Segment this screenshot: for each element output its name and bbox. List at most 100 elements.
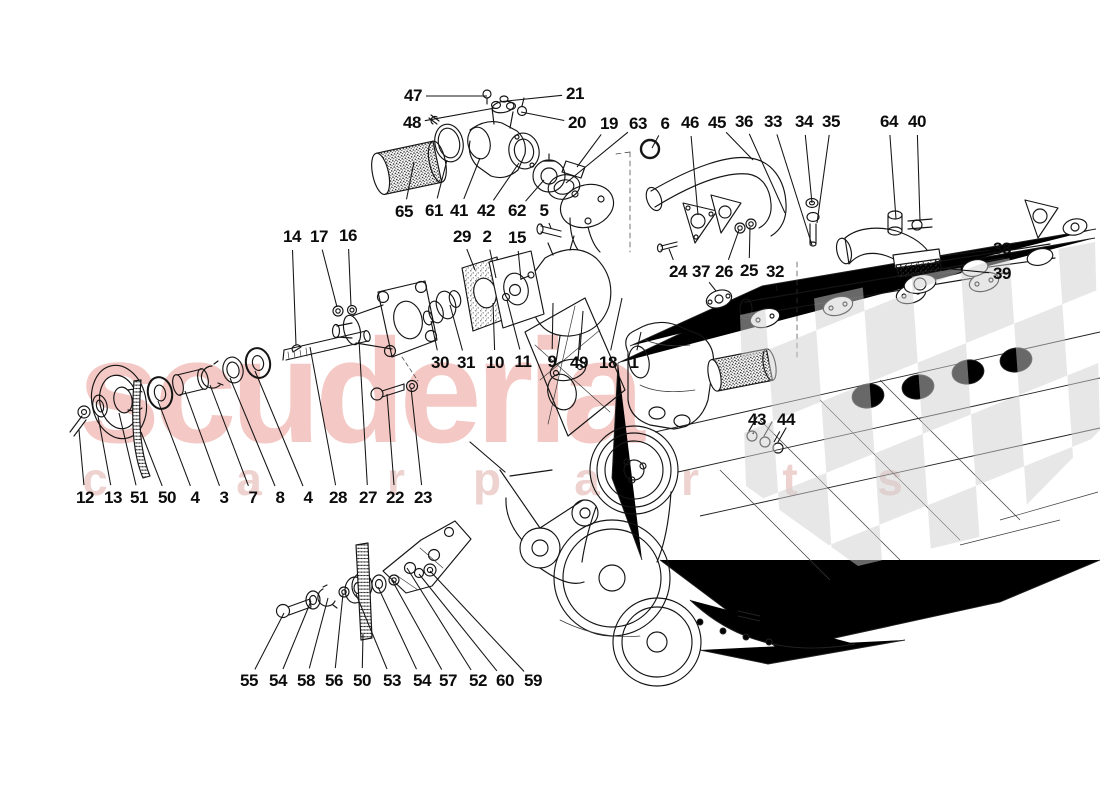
part-label-6: 6 — [660, 114, 670, 133]
leader-line-50 — [141, 432, 162, 486]
part-label-64: 64 — [880, 112, 898, 131]
leader-line-57 — [393, 582, 442, 670]
leader-line-38 — [941, 251, 989, 257]
part-label-32: 32 — [766, 262, 784, 281]
leader-line-62 — [526, 180, 545, 201]
water-pipe — [643, 158, 819, 312]
part-label-40: 40 — [908, 112, 926, 131]
part-label-8: 8 — [275, 488, 285, 507]
leader-line-28 — [310, 347, 336, 485]
leader-line-49 — [580, 311, 583, 350]
leader-line-8 — [230, 378, 275, 486]
leader-line-22 — [387, 394, 394, 485]
part-label-4: 4 — [190, 488, 200, 507]
part-label-24: 24 — [669, 262, 687, 281]
part-label-44: 44 — [777, 410, 795, 429]
leader-line-7 — [210, 385, 248, 486]
part-label-48: 48 — [403, 113, 421, 132]
part-label-4: 4 — [303, 488, 313, 507]
part-label-56: 56 — [325, 671, 343, 690]
leader-line-41 — [464, 158, 480, 199]
part-label-62: 62 — [508, 201, 526, 220]
leader-line-40 — [917, 135, 920, 221]
leader-line-35 — [817, 135, 829, 223]
leader-line-4 — [158, 401, 190, 486]
leader-line-19 — [577, 134, 601, 167]
leader-line-46 — [691, 136, 698, 215]
part-label-50: 50 — [158, 488, 176, 507]
part-label-42: 42 — [477, 201, 495, 220]
leader-line-61 — [437, 160, 447, 198]
part-label-7: 7 — [248, 488, 258, 507]
part-label-45: 45 — [708, 113, 726, 132]
part-label-41: 41 — [450, 201, 468, 220]
leader-line-20 — [521, 112, 564, 121]
leader-line-31 — [450, 305, 463, 351]
part-label-59: 59 — [524, 671, 542, 690]
pulley-shaft-parts — [70, 330, 371, 478]
part-label-14: 14 — [283, 227, 301, 246]
part-label-38: 38 — [993, 239, 1011, 258]
leader-line-2 — [490, 250, 496, 278]
part-label-17: 17 — [310, 227, 328, 246]
leader-line-3 — [185, 391, 220, 486]
part-label-51: 51 — [130, 488, 148, 507]
part-label-23: 23 — [414, 488, 432, 507]
leader-line-21 — [507, 95, 562, 101]
part-label-13: 13 — [104, 488, 122, 507]
watermark-letter: p — [472, 453, 502, 505]
part-label-2: 2 — [482, 227, 492, 246]
leader-line-63 — [566, 132, 628, 183]
leader-line-42 — [493, 163, 519, 200]
watermark-letter: c — [82, 453, 108, 505]
leader-line-9 — [552, 303, 553, 349]
leader-line-14 — [293, 250, 297, 345]
part-label-43: 43 — [748, 410, 766, 429]
part-label-18: 18 — [599, 353, 617, 372]
part-label-60: 60 — [496, 671, 514, 690]
part-label-47: 47 — [404, 86, 422, 105]
leader-line-36 — [749, 134, 785, 213]
leader-line-25 — [749, 227, 750, 258]
belt-drive — [470, 426, 701, 686]
part-label-35: 35 — [822, 112, 840, 131]
leader-line-4 — [255, 371, 303, 486]
tensioner-bracket-assembly — [277, 521, 472, 640]
leader-line-58 — [309, 598, 328, 668]
leader-line-65 — [407, 162, 415, 199]
leader-line-24 — [669, 249, 673, 260]
part-label-9: 9 — [547, 352, 557, 371]
part-label-39: 39 — [993, 264, 1011, 283]
part-label-33: 33 — [764, 112, 782, 131]
part-label-10: 10 — [486, 353, 504, 372]
leader-line-12 — [79, 430, 84, 485]
leader-line-64 — [890, 135, 896, 219]
part-label-26: 26 — [715, 262, 733, 281]
part-label-11: 11 — [514, 352, 532, 371]
part-label-46: 46 — [681, 113, 699, 132]
part-label-58: 58 — [297, 671, 315, 690]
leader-line-37 — [709, 282, 716, 291]
leader-line-11 — [507, 300, 520, 349]
part-label-29: 29 — [453, 227, 471, 246]
leader-line-44 — [774, 431, 780, 442]
leader-line-5 — [549, 223, 551, 228]
part-label-50: 50 — [353, 671, 371, 690]
leader-line-52 — [407, 568, 471, 670]
part-label-37: 37 — [692, 262, 710, 281]
part-label-53: 53 — [383, 671, 401, 690]
part-label-65: 65 — [395, 202, 413, 221]
part-label-25: 25 — [740, 261, 758, 280]
leader-line-32 — [776, 285, 777, 291]
part-label-52: 52 — [469, 671, 487, 690]
part-label-15: 15 — [508, 228, 526, 247]
leader-line-26 — [728, 230, 739, 260]
part-label-27: 27 — [359, 488, 377, 507]
leader-line-34 — [805, 135, 812, 203]
leader-line-13 — [98, 416, 111, 485]
water-pump-assembly — [292, 236, 611, 400]
leader-line-30 — [431, 321, 437, 350]
hose-assembly — [368, 90, 797, 357]
leader-line-54 — [378, 587, 417, 669]
